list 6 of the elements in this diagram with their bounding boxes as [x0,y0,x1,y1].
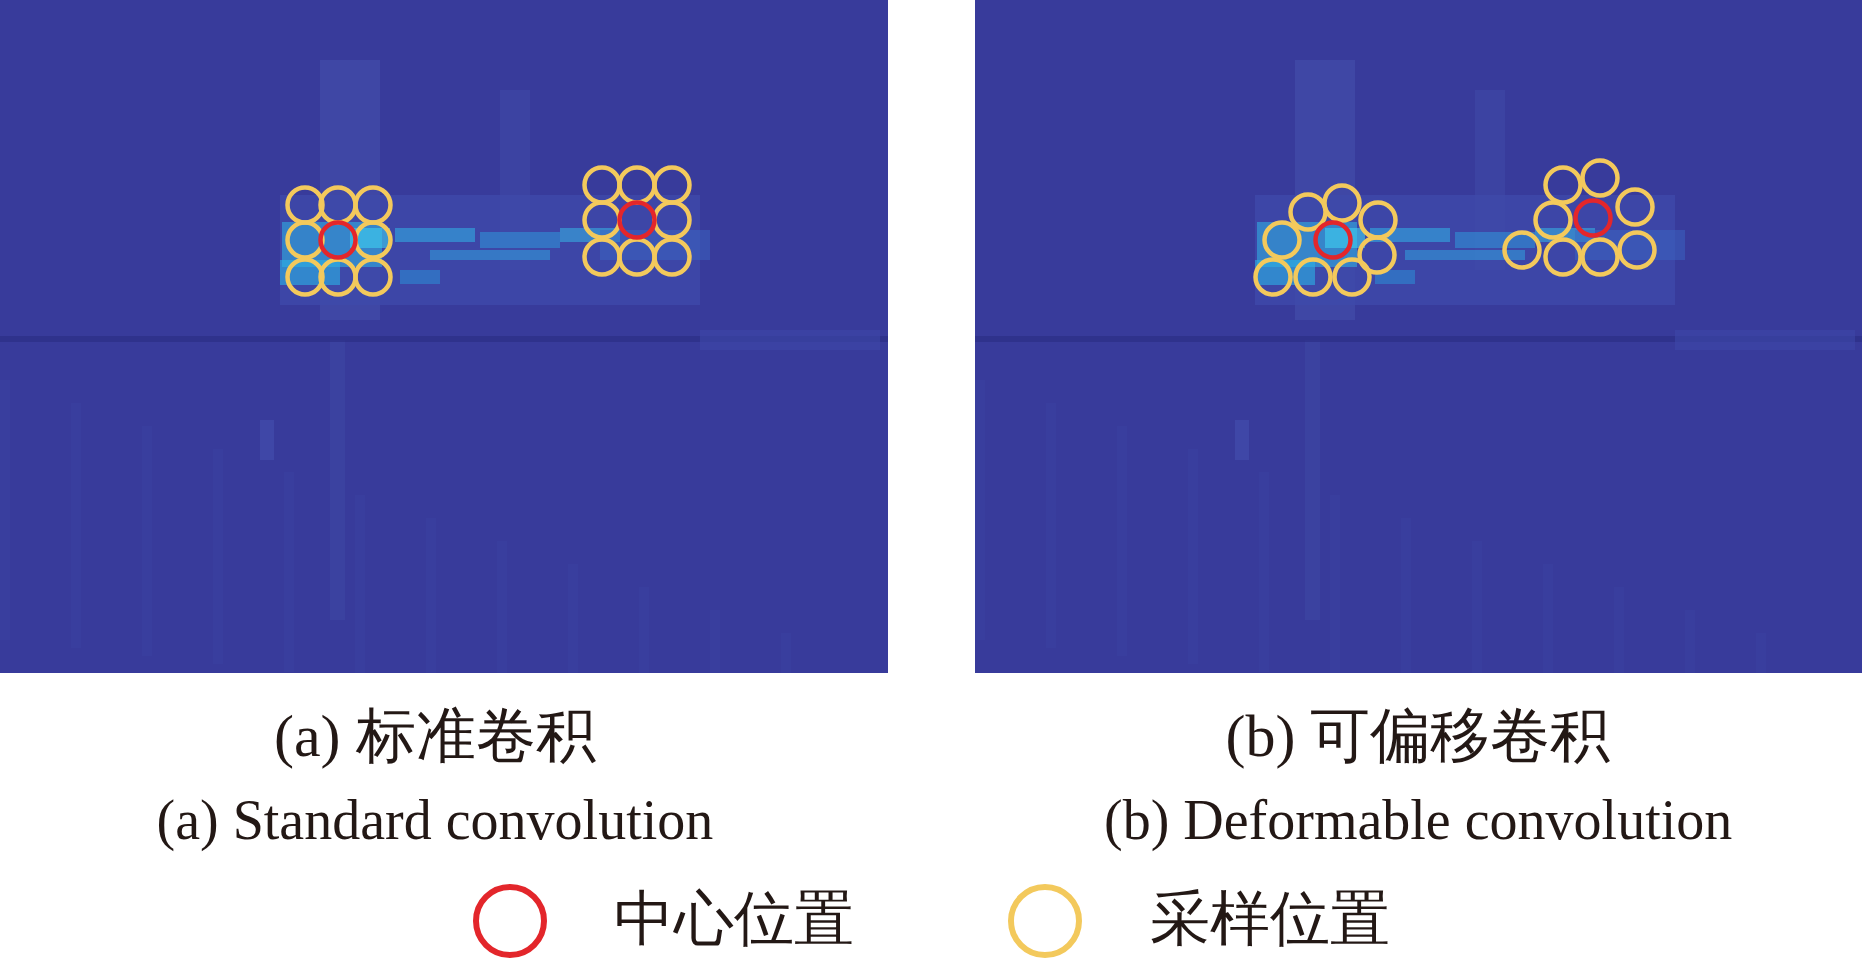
subfigure-caption: (b) 可偏移卷积 [1225,703,1611,769]
subfigure-caption: (b) Deformable convolution [1104,790,1733,852]
legend-label: 中心位置 [614,886,854,952]
subfigure-caption: (a) Standard convolution [156,790,714,852]
subfigure-caption: (a) 标准卷积 [274,703,596,769]
legend-label: 采样位置 [1150,886,1390,952]
